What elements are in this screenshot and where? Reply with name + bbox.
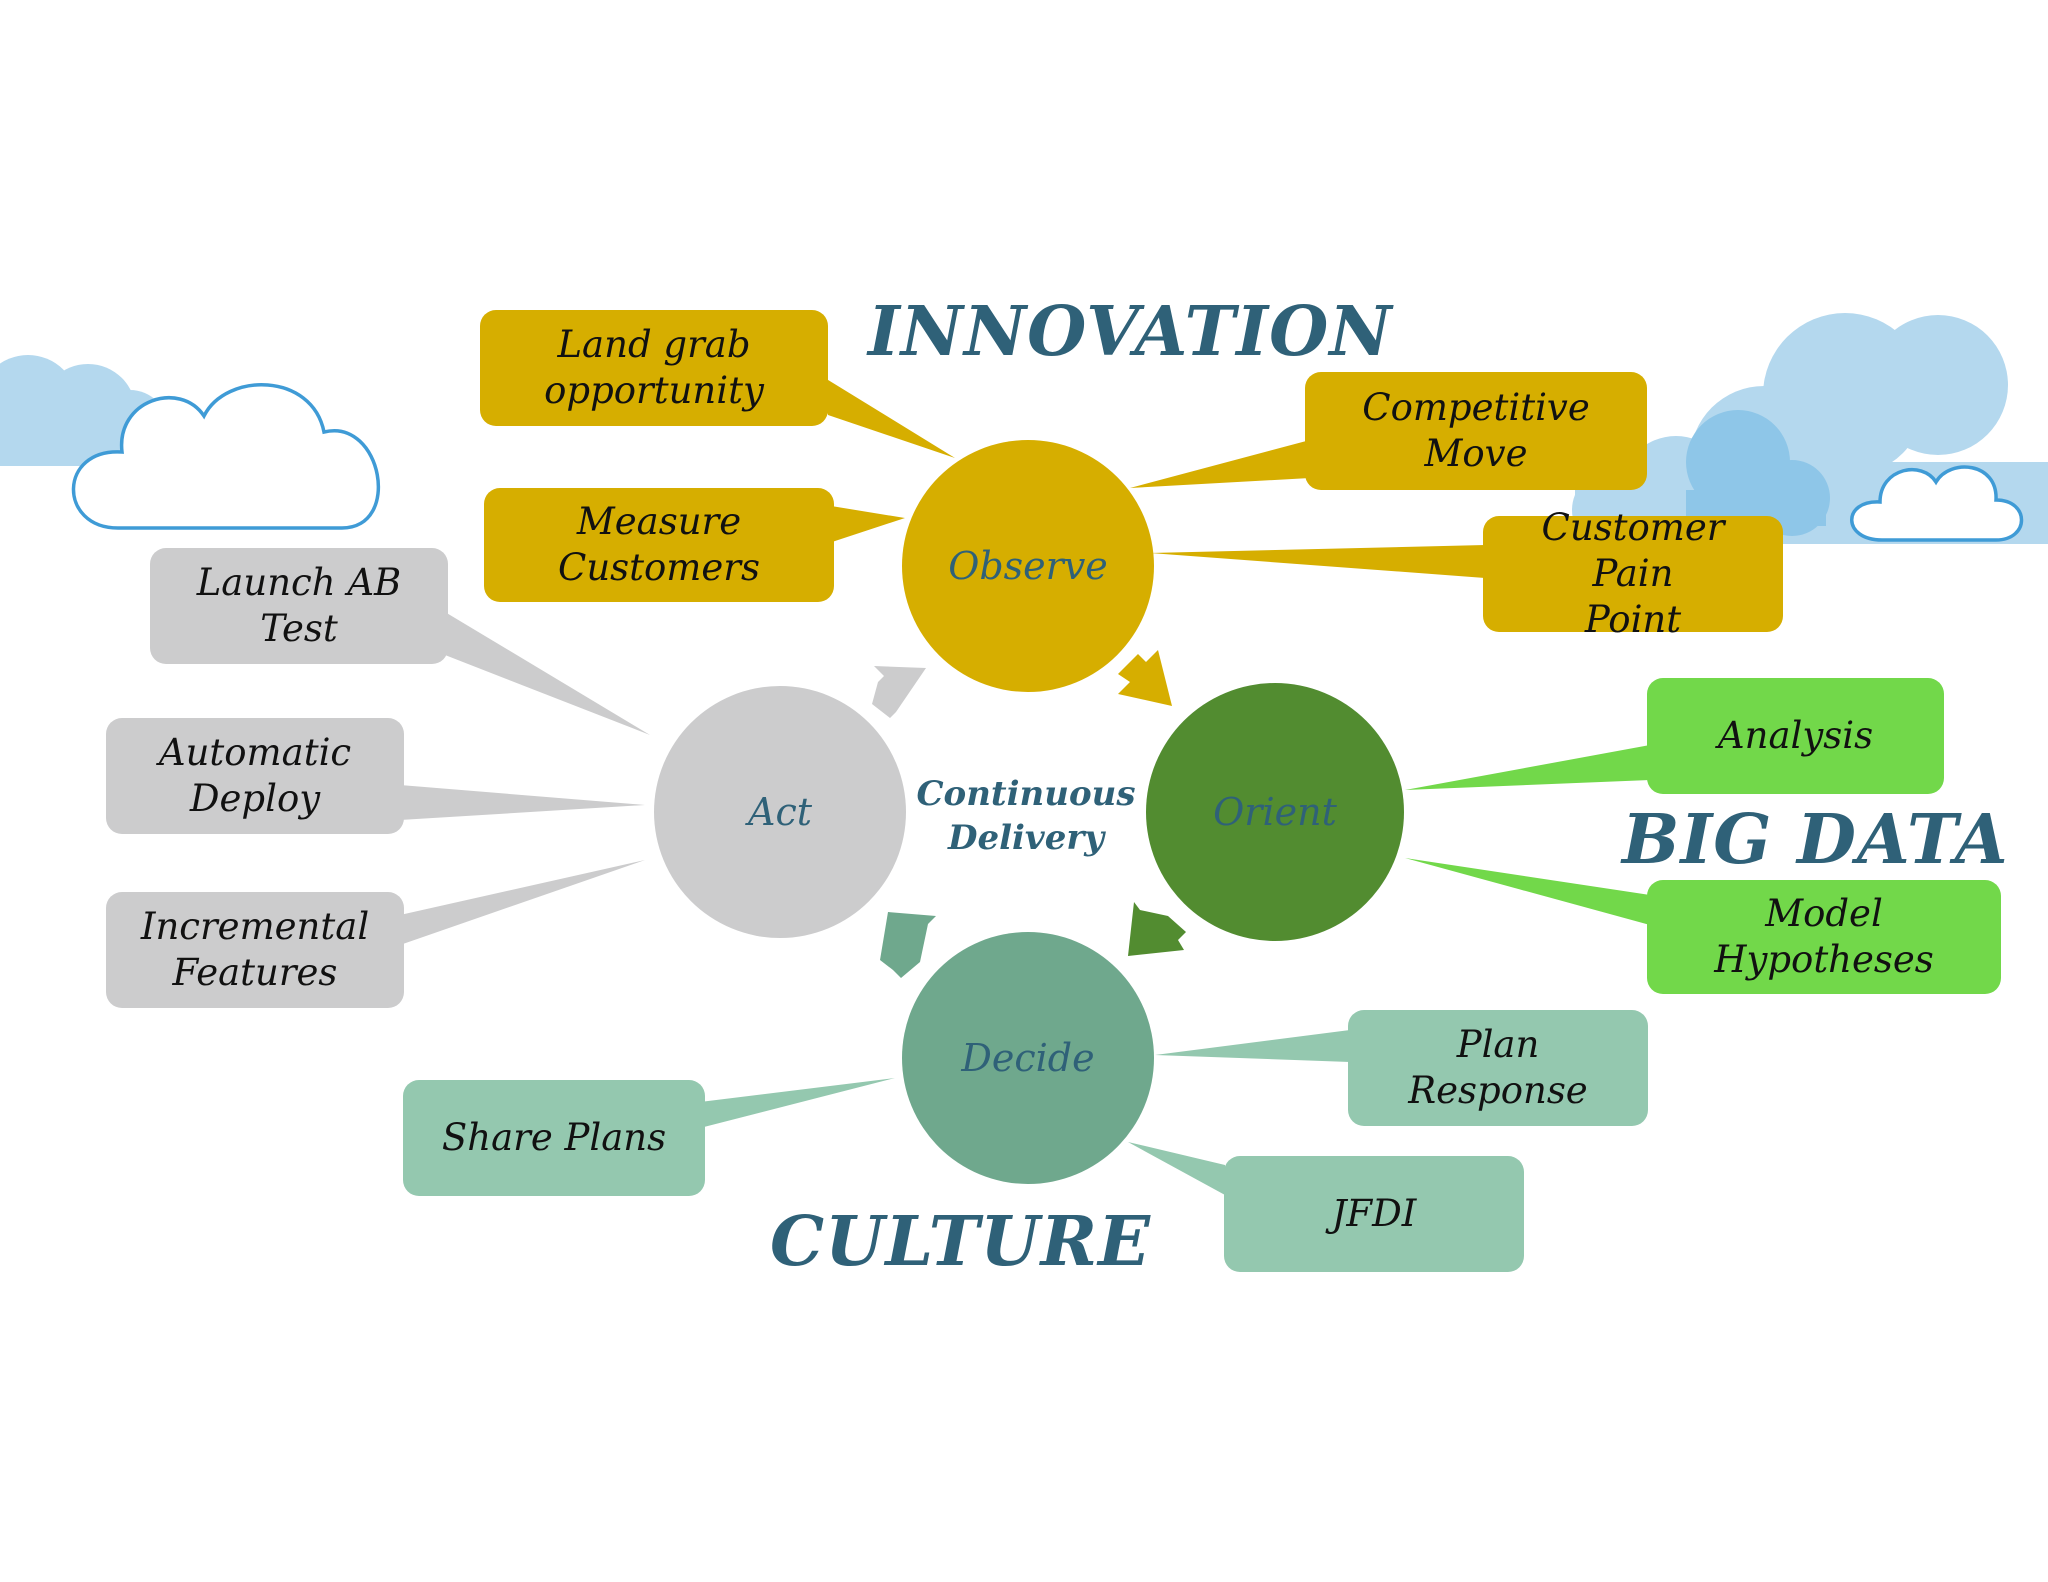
arrow-icon <box>1128 902 1186 956</box>
callout-incremental-features: Incremental Features <box>106 892 404 1008</box>
orient-connectors <box>1405 745 1650 925</box>
heading-innovation: INNOVATION <box>868 292 1393 372</box>
callout-competitive-move: Competitive Move <box>1305 372 1647 490</box>
callout-land-grab-opportunity: Land grab opportunity <box>480 310 828 426</box>
callout-plan-response: Plan Response <box>1348 1010 1648 1126</box>
node-act: Act <box>654 686 906 938</box>
heading-culture: CULTURE <box>770 1202 1151 1282</box>
cloud-icon <box>0 355 168 466</box>
node-observe: Observe <box>902 440 1154 692</box>
callout-customer-pain-point: Customer Pain Point <box>1483 506 1783 641</box>
center-label-line-1: Continuous <box>916 774 1136 814</box>
node-decide: Decide <box>902 932 1154 1184</box>
arrow-icon <box>872 666 926 718</box>
cloud-outline-icon <box>71 383 381 530</box>
arrow-icon <box>1118 650 1172 706</box>
callout-launch-ab-test: Launch AB Test <box>150 548 448 664</box>
callout-model-hypotheses: Model Hypotheses <box>1647 880 2001 994</box>
heading-big-data: BIG DATA <box>1622 800 2009 880</box>
callout-automatic-deploy: Automatic Deploy <box>106 718 404 834</box>
center-label-line-2: Delivery <box>947 818 1104 858</box>
cloud-outline-icon <box>1850 465 2024 542</box>
callout-jfdi: JFDI <box>1224 1156 1524 1272</box>
callout-measure-customers: Measure Customers <box>484 488 834 602</box>
act-connectors <box>400 612 650 945</box>
callout-share-plans: Share Plans <box>403 1080 705 1196</box>
decide-connectors <box>700 1030 1350 1195</box>
center-label: Continuous Delivery <box>900 772 1152 860</box>
arrow-icon <box>880 912 936 978</box>
observe-connectors <box>820 375 1485 578</box>
callout-analysis: Analysis <box>1647 678 1944 794</box>
node-orient: Orient <box>1146 683 1404 941</box>
